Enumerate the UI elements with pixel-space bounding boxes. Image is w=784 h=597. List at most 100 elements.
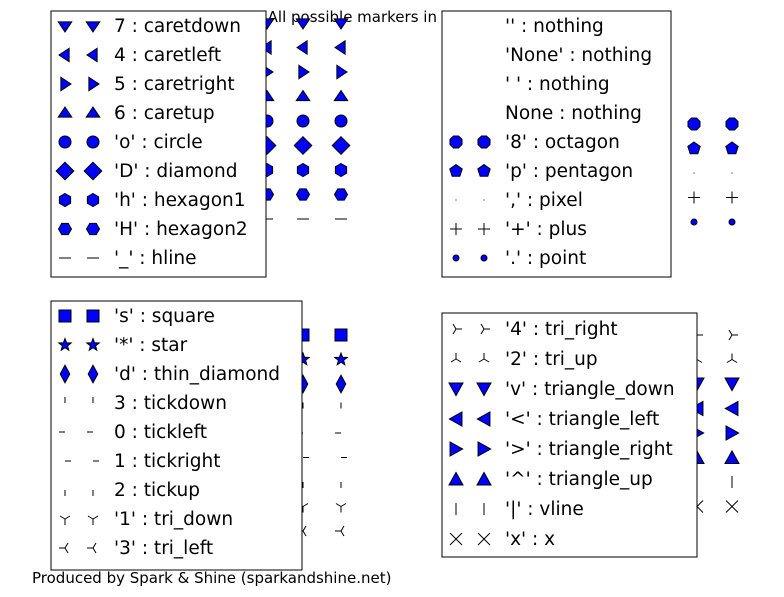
plot-marker-caretdown [333,18,349,30]
legend-label: '2' : tri_up [505,349,598,370]
legend-marker-point [452,254,460,262]
legend-label: '.' : point [505,248,586,269]
plot-marker-hexagon1 [334,162,348,178]
legend-label: 0 : tickleft [114,422,207,443]
legend-label: 4 : caretleft [114,45,221,66]
legend-label: 'x' : x [505,529,555,550]
legend-label: '_' : hline [114,248,197,269]
plot-marker-caretright [336,64,348,80]
legend-label: '3' : tri_left [114,538,213,559]
legend-marker-circle [58,135,72,149]
legend-marker-diamond [55,161,75,181]
legend-marker-square [86,309,100,323]
legend-label: '<' : triangle_left [505,409,659,430]
legend-marker-star [57,337,73,352]
plot-marker-thin_diamond [335,374,347,394]
legend-marker-hexagon1 [86,192,100,208]
legend-marker-triangle_down [476,382,492,397]
plot-marker-pentagon [725,141,739,155]
plot-marker-octagon [725,117,739,131]
legend-marker-tri_left [59,542,69,554]
legend-marker-triangle_left [476,411,491,427]
legend-marker-triangle_down [448,382,464,397]
legend-marker-caretright [60,76,72,92]
legend-marker-hexagon1 [58,192,72,208]
legend-label: 'p' : pentagon [505,161,633,182]
legend-label: '' : nothing [505,16,604,37]
plot-marker-tri_left [335,525,345,537]
plot-marker-pentagon [687,141,701,155]
legend-marker-octagon [477,135,491,149]
footer-credit: Produced by Spark & Shine (sparkandshine… [32,569,392,587]
plot-marker-caretleft [334,39,346,56]
legend-marker-tri_right [480,323,490,335]
legend-label: 3 : tickdown [114,393,227,414]
legend-marker-caretdown [57,21,73,33]
legend-marker-tri_up [450,353,462,363]
legend-marker-triangle_left [448,411,463,427]
legend-marker-square [58,309,72,323]
legend-marker-hexagon2 [57,222,73,236]
legend-marker-tri_up [478,353,490,363]
legend-label: '^' : triangle_up [505,469,653,490]
legend-marker-tri_down [87,515,99,525]
legend-marker-pixel [455,199,457,201]
legend-label: 5 : caretright [114,74,235,95]
legend-label: 2 : tickup [114,480,200,501]
legend-marker-point [480,254,488,262]
legend-marker-caretleft [86,47,98,63]
legend-label: 'h' : hexagon1 [114,190,246,211]
plot-marker-triangle_left [724,400,739,417]
legend-label: 'H' : hexagon2 [114,219,248,240]
plot-marker-caretup [295,89,311,102]
plot-marker-square [334,328,348,342]
plot-marker-triangle_down [724,377,740,392]
legend-marker-thin_diamond [87,364,99,384]
plot-marker-point [690,218,698,226]
legend-label: ' ' : nothing [505,74,610,95]
legend-marker-caretright [88,76,100,92]
legend-marker-diamond [83,161,103,181]
plot-marker-circle [296,114,310,128]
legend-marker-triangle_right [477,441,492,457]
legend-label: 'D' : diamond [114,161,237,182]
plot-marker-pixel [693,172,695,174]
legend-label: '1' : tri_down [114,509,233,530]
plot-marker-hexagon2 [333,188,349,201]
plot-marker-circle [334,114,348,128]
legend-marker-caretup [85,106,101,118]
legend-marker-caretleft [58,47,70,63]
legend-marker-tri_right [452,323,462,335]
legend-marker-x [477,532,491,546]
legend-label: 'd' : thin_diamond [114,364,280,385]
legend-label: '|' : vline [505,499,584,520]
legend-marker-tri_left [87,542,97,554]
legend-label: '8' : octagon [505,132,620,153]
legend-marker-pixel [483,199,485,201]
plot-marker-hexagon2 [295,188,311,201]
legend-marker-tri_down [59,515,71,525]
legend-marker-pentagon [449,163,463,177]
legend-marker-circle [86,135,100,149]
legend-marker-x [449,532,463,546]
legend-marker-caretup [57,106,73,118]
plot-marker-diamond [331,135,351,156]
legend-label: 'v' : triangle_down [505,379,675,400]
legend-label: 7 : caretdown [114,16,241,37]
plot-marker-diamond [293,135,313,156]
legend-label: 's' : square [114,306,215,327]
legend-label: 6 : caretup [114,103,215,124]
plot-marker-x [725,500,739,513]
legend-label: 1 : tickright [114,451,221,472]
plot-marker-caretright [298,64,310,80]
legend-label: '>' : triangle_right [505,439,673,460]
legend-label: 'None' : nothing [505,45,652,66]
legend-label: ',' : pixel [505,190,583,211]
plot-marker-tri_right [728,329,738,341]
legend-label: '4' : tri_right [505,319,618,340]
plot-marker-hexagon1 [296,162,310,178]
plot-marker-caretup [333,89,349,102]
plot-marker-caretleft [296,39,308,56]
legend-marker-caretdown [85,21,101,33]
